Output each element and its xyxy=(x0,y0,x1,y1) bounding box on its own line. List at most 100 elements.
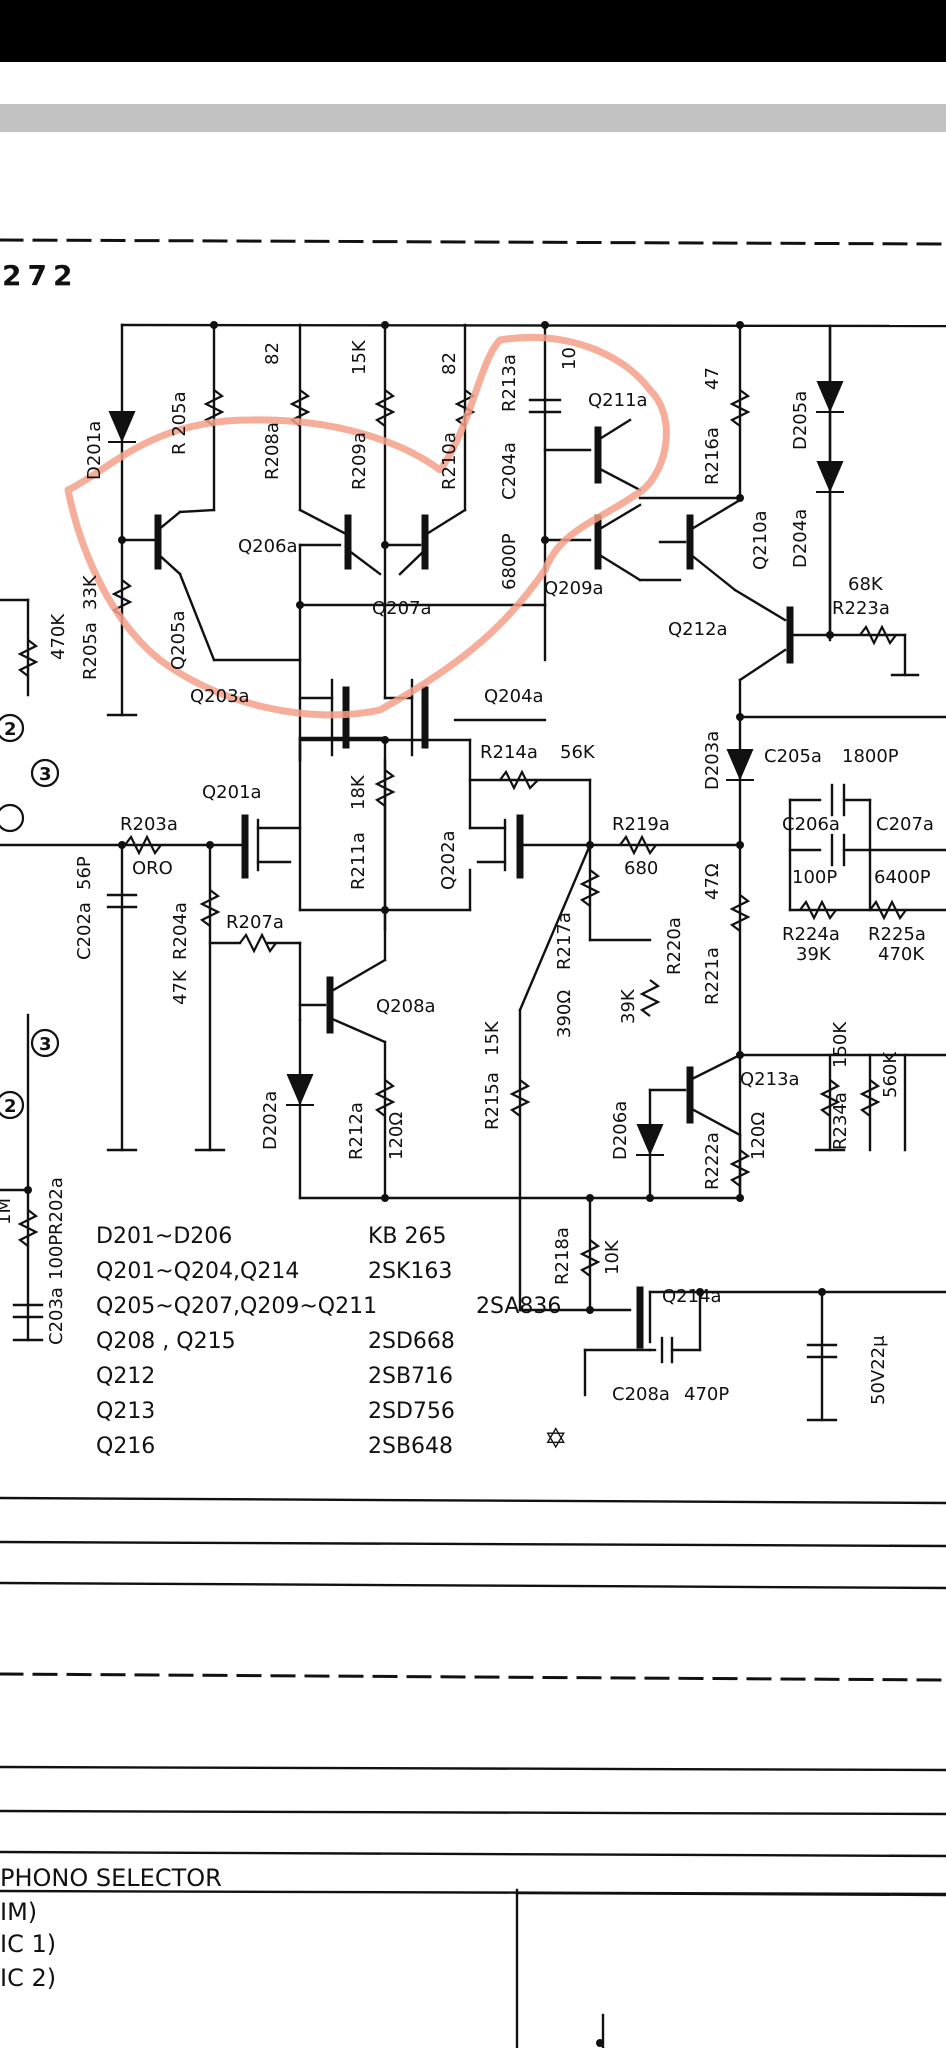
label-680: 680 xyxy=(624,858,658,879)
phono-selector-title: PHONO SELECTOR xyxy=(0,1864,222,1892)
label-c202a: C202a xyxy=(74,902,95,960)
label-d202a: D202a xyxy=(260,1091,281,1150)
parts-ref-1: Q201~Q204,Q214 xyxy=(96,1259,299,1284)
node-3b: 3 xyxy=(39,1034,52,1055)
schematic-page: 272 D201a R 205a R208a 82 R209a 15K R210… xyxy=(0,150,946,2048)
label-r220a: R220a xyxy=(664,917,685,975)
label-q206a: Q206a xyxy=(238,536,298,557)
label-r225a: R225a xyxy=(868,924,926,945)
label-r219a: R219a xyxy=(612,814,670,835)
label-q203a: Q203a xyxy=(190,686,250,707)
label-100p-b: 100P xyxy=(46,1235,67,1280)
phono-line-1: IM) xyxy=(0,1898,37,1926)
label-1m: 1M xyxy=(0,1198,15,1225)
supply-rail-top xyxy=(120,323,946,328)
schematic-diagram: 272 D201a R 205a R208a 82 R209a 15K R210… xyxy=(0,238,946,2048)
label-r213a: R213a xyxy=(499,354,520,412)
parts-ref-3: Q208 , Q215 xyxy=(96,1329,236,1354)
phono-line-3: IC 2) xyxy=(0,1964,56,1992)
parts-table: D201~D206 KB 265 Q201~Q204,Q214 2SK163 Q… xyxy=(96,1224,561,1459)
label-18k: 18K xyxy=(348,774,369,810)
label-q214a: Q214a xyxy=(662,1286,722,1307)
page-code: 272 xyxy=(2,259,78,292)
dashed-border-bottom xyxy=(0,1672,946,1682)
star-symbol: ✡ xyxy=(544,1422,567,1455)
label-r202a: R202a xyxy=(46,1177,67,1235)
label-c205a: C205a xyxy=(764,746,822,767)
parts-type-4: 2SB716 xyxy=(368,1364,453,1389)
label-15k: 15K xyxy=(349,339,370,375)
label-6400p: 6400P xyxy=(874,867,931,888)
node-3a: 3 xyxy=(39,764,52,785)
box-top xyxy=(515,1891,946,1897)
label-10k: 10K xyxy=(602,1239,623,1275)
label-r212a: R212a xyxy=(346,1102,367,1160)
label-39k-b: 39K xyxy=(618,988,639,1024)
label-120ohm-a: 120Ω xyxy=(386,1112,407,1160)
label-c204a: C204a xyxy=(499,442,520,500)
label-10: 10 xyxy=(559,347,580,370)
label-56k: 56K xyxy=(560,742,596,763)
label-47ohm: 47Ω xyxy=(702,863,723,900)
label-r207a: R207a xyxy=(226,912,284,933)
label-q202a: Q202a xyxy=(438,830,459,890)
parts-type-3: 2SD668 xyxy=(368,1329,455,1354)
label-d205a: D205a xyxy=(790,391,811,450)
parts-ref-0: D201~D206 xyxy=(96,1224,232,1249)
label-q210a: Q210a xyxy=(750,510,771,570)
label-120ohm-b: 120Ω xyxy=(748,1112,769,1160)
top-black-bar xyxy=(0,0,946,62)
label-c208a: C208a xyxy=(612,1384,670,1405)
label-r203a: R203a xyxy=(120,814,178,835)
parts-type-1: 2SK163 xyxy=(368,1259,452,1284)
parts-ref-5: Q213 xyxy=(96,1399,155,1424)
label-r210a: R210a xyxy=(439,432,460,490)
label-d203a: D203a xyxy=(702,731,723,790)
label-150k: 150K xyxy=(830,1021,851,1068)
parts-type-5: 2SD756 xyxy=(368,1399,455,1424)
label-q207a: Q207a xyxy=(372,598,432,619)
label-r218a: R218a xyxy=(552,1227,573,1285)
label-c206a: C206a xyxy=(782,814,840,835)
label-r234a: R234a xyxy=(830,1092,851,1150)
label-r224a: R224a xyxy=(782,924,840,945)
label-c203a: C203a xyxy=(46,1287,67,1345)
label-r214a: R214a xyxy=(480,742,538,763)
label-oro: ORO xyxy=(132,858,173,879)
label-q212a: Q212a xyxy=(668,619,728,640)
label-82b: 82 xyxy=(439,352,460,375)
label-d204a: D204a xyxy=(790,509,811,568)
node-2a: 2 xyxy=(4,719,17,740)
label-47: 47 xyxy=(702,367,723,390)
label-d201a: D201a xyxy=(84,421,105,480)
grey-header-bar xyxy=(0,104,946,132)
label-15k-b: 15K xyxy=(482,1020,503,1056)
phono-line-2: IC 1) xyxy=(0,1930,56,1958)
label-r215a: R215a xyxy=(482,1072,503,1130)
parts-ref-2: Q205~Q207,Q209~Q211 xyxy=(96,1294,377,1319)
diode-symbols xyxy=(108,381,844,1156)
label-r204a: R204a xyxy=(170,902,191,960)
label-82a: 82 xyxy=(262,342,283,365)
label-470p: 470P xyxy=(684,1384,729,1405)
label-390ohm: 390Ω xyxy=(554,990,575,1038)
label-1800p: 1800P xyxy=(842,746,899,767)
label-56p: 56P xyxy=(74,856,95,890)
parts-type-6: 2SB648 xyxy=(368,1434,453,1459)
rule-2 xyxy=(0,1540,946,1548)
label-560k: 560K xyxy=(880,1051,901,1098)
label-6800p: 6800P xyxy=(499,533,520,590)
label-r205a-top: R 205a xyxy=(169,391,190,455)
rule-4 xyxy=(0,1765,946,1772)
label-q209a: Q209a xyxy=(544,578,604,599)
rule-1 xyxy=(0,1496,946,1505)
label-r221a: R221a xyxy=(702,947,723,1005)
node-2b: 2 xyxy=(4,1096,17,1117)
parts-type-2: 2SA836 xyxy=(476,1294,561,1319)
parts-ref-6: Q216 xyxy=(96,1434,155,1459)
label-q208a: Q208a xyxy=(376,996,436,1017)
label-r205a-left: R205a xyxy=(80,622,101,680)
label-470k-b: 470K xyxy=(878,944,925,965)
dashed-border-top xyxy=(0,238,946,246)
label-r211a: R211a xyxy=(348,832,369,890)
